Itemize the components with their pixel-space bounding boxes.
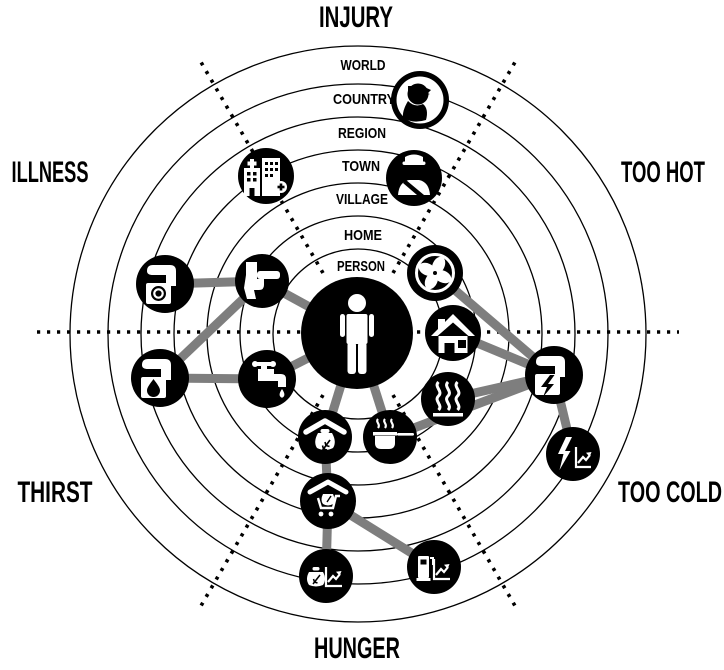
node-fan	[407, 245, 463, 301]
node-food-price	[299, 549, 353, 603]
node-food-market	[300, 473, 356, 529]
cooking-pot-icon	[373, 418, 414, 449]
food-price-chart-icon	[307, 567, 342, 588]
divider-upper-right	[391, 56, 520, 274]
power-plant-icon	[535, 356, 565, 397]
ring-label-home: HOME	[344, 227, 382, 244]
ring-label-person: PERSON	[337, 258, 385, 275]
node-soldier	[391, 71, 449, 129]
sector-label-illness: ILLNESS	[12, 156, 89, 189]
hospital-icon	[244, 158, 287, 196]
ring-labels: WORLD COUNTRY REGION TOWN VILLAGE HOME P…	[333, 57, 395, 275]
sector-label-hunger: HUNGER	[314, 632, 400, 665]
toilet-icon	[244, 262, 280, 299]
node-cooking-pot	[363, 410, 417, 464]
divider-upper-left	[196, 56, 325, 274]
node-person	[301, 277, 413, 389]
node-water-tap	[238, 350, 296, 408]
node-food-storage	[298, 410, 352, 464]
ring-label-world: WORLD	[341, 57, 386, 74]
ring-label-town: TOWN	[342, 158, 380, 175]
node-heating	[421, 372, 475, 426]
ring-circle-country	[140, 116, 576, 552]
fan-icon	[415, 253, 455, 293]
ring-circle-outer	[69, 45, 647, 623]
ring-label-region: REGION	[338, 125, 386, 142]
electricity-price-icon	[558, 437, 592, 470]
ring-label-country: COUNTRY	[333, 91, 395, 108]
nodes	[131, 71, 600, 603]
node-power-plant	[525, 346, 583, 404]
node-electricity-price	[546, 427, 600, 481]
sector-label-thirst: THIRST	[18, 476, 93, 509]
node-police-officer	[386, 150, 442, 206]
node-circle	[546, 427, 600, 481]
heat-waves-icon	[433, 380, 463, 417]
ring-label-village: VILLAGE	[336, 191, 388, 208]
ring-circle-world	[107, 83, 609, 585]
soldier-profile-icon	[396, 76, 444, 124]
node-house	[425, 305, 481, 361]
police-officer-icon	[398, 154, 430, 195]
sector-labels: INJURY TOO HOT TOO COLD HUNGER THIRST IL…	[12, 1, 723, 665]
node-water-plant	[131, 349, 189, 407]
house-icon	[431, 314, 475, 353]
sector-label-injury: INJURY	[319, 1, 393, 34]
fuel-price-chart-icon	[416, 556, 450, 581]
water-plant-icon	[141, 359, 171, 398]
tap-icon	[252, 361, 286, 398]
sewage-plant-icon	[146, 265, 176, 304]
food-sack-roof-icon	[303, 418, 347, 452]
node-toilet	[235, 254, 289, 308]
node-hospital	[238, 148, 294, 204]
node-fuel-price	[407, 540, 461, 594]
sector-label-too-cold: TOO COLD	[618, 476, 722, 509]
person-icon	[340, 294, 374, 374]
market-cart-icon	[307, 479, 349, 517]
sector-label-too-hot: TOO HOT	[621, 156, 705, 189]
node-sewage-plant	[136, 255, 194, 313]
